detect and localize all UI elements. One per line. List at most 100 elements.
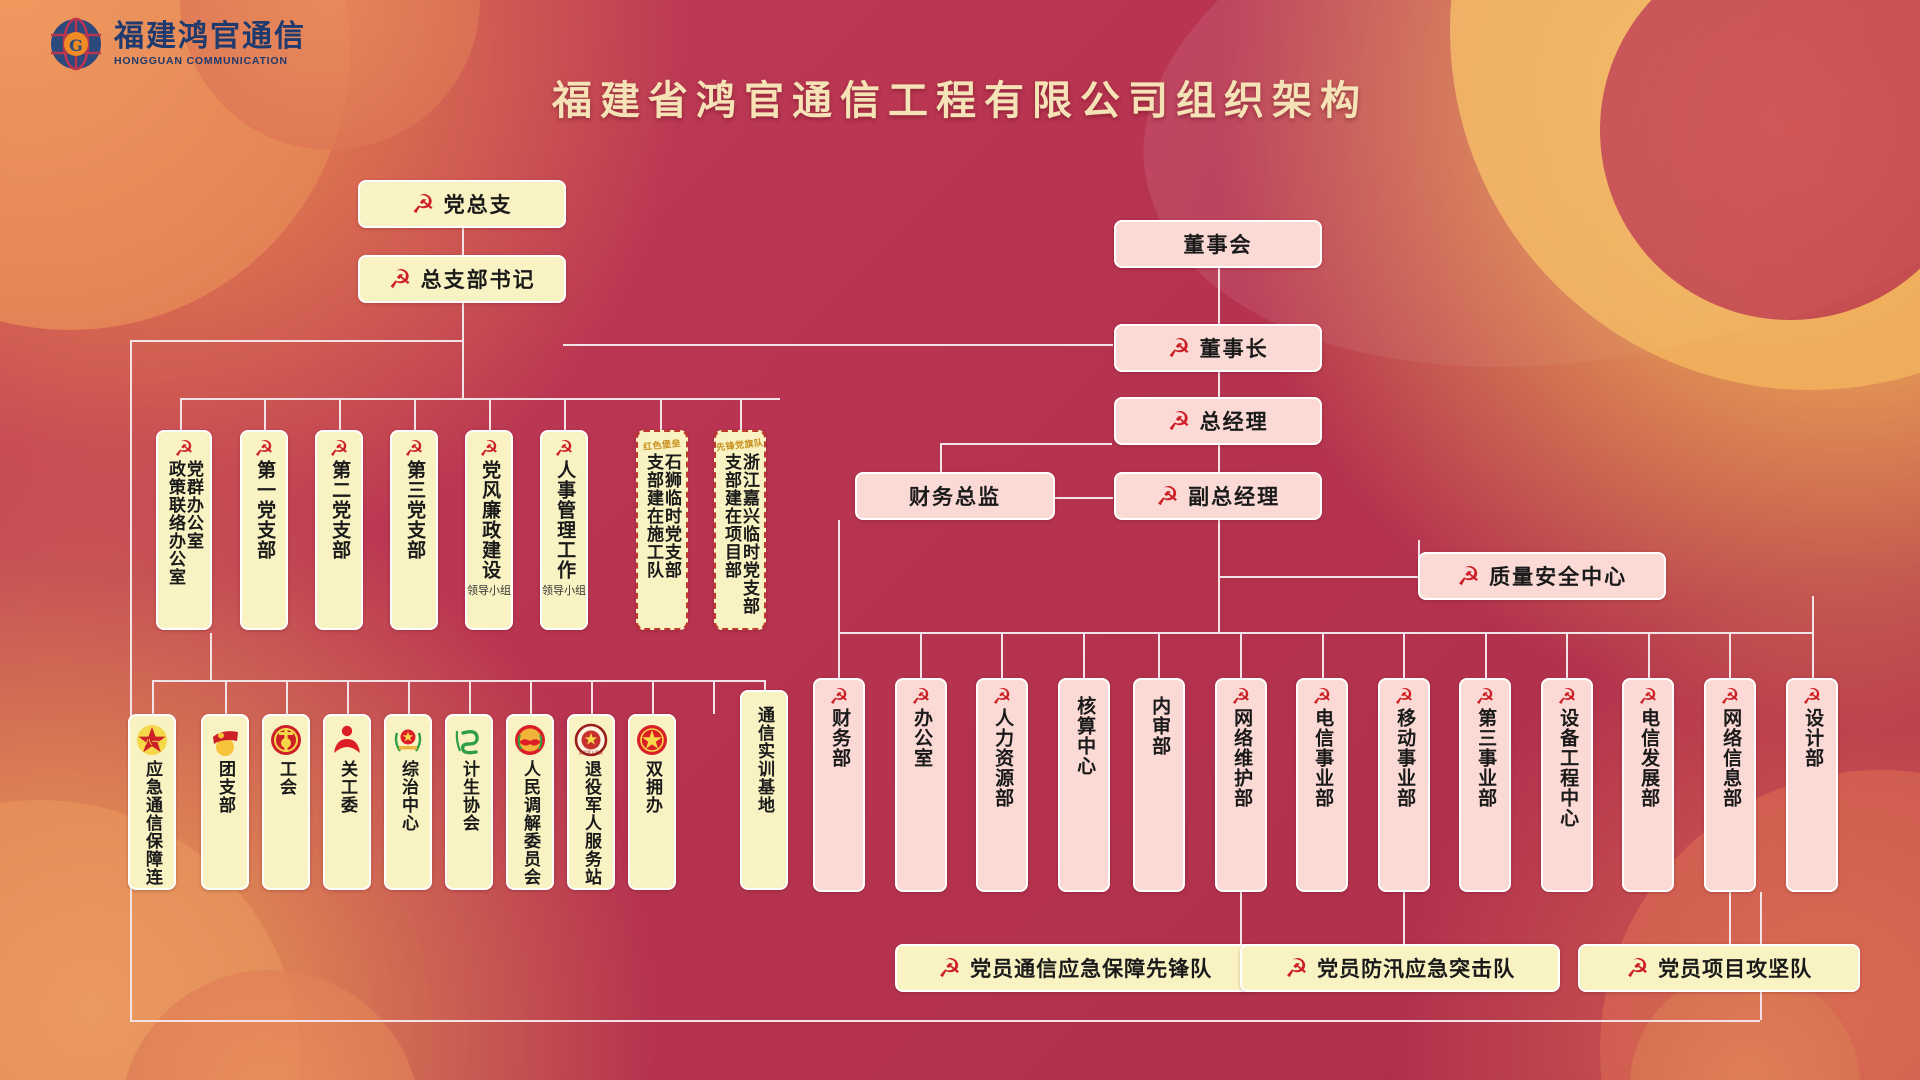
double-support-star-icon (635, 723, 669, 757)
node-label: 浙江嘉兴临时党支部 (740, 453, 760, 615)
party-emblem-icon: ☭ (1231, 684, 1251, 709)
node-dept-network-maintenance[interactable]: ☭ 网络维护部 (1215, 678, 1267, 892)
node-mass-org-care-for-next-generation[interactable]: 关工委 (323, 714, 371, 890)
node-label: 通信实训基地 (755, 706, 774, 814)
node-dept-telecom-division[interactable]: ☭ 电信事业部 (1296, 678, 1348, 892)
node-mass-org-veterans-service[interactable]: 退役军人事务 退役军人服务站 (567, 714, 615, 890)
node-chairman[interactable]: ☭ 董事长 (1114, 324, 1322, 372)
node-label: 网络信息部 (1720, 708, 1742, 808)
army-star-icon: 八一 (135, 723, 169, 757)
node-party-unit-third-branch[interactable]: ☭ 第三党支部 (390, 430, 438, 630)
node-label: 人事管理工作 (554, 460, 576, 580)
node-deputy-general-manager[interactable]: ☭ 副总经理 (1114, 472, 1322, 520)
node-label: 第三党支部 (404, 460, 426, 560)
node-party-unit-jiaxing-temp-branch[interactable]: 先锋党旗队 浙江嘉兴临时党支部 支部建在项目部 (714, 430, 766, 630)
node-label: 办公室 (911, 708, 933, 768)
node-party-general-branch[interactable]: ☭ 党总支 (358, 180, 566, 228)
node-mass-org-trade-union[interactable]: 工会 (262, 714, 310, 890)
handshake-wreath-icon (513, 723, 547, 757)
node-label-secondary: 支部建在项目部 (722, 453, 741, 579)
node-label: 综治中心 (399, 760, 418, 832)
party-emblem-icon: ☭ (1394, 684, 1414, 709)
party-emblem-icon: ☭ (411, 189, 437, 219)
node-party-team-project-assault[interactable]: ☭ 党员项目攻坚队 (1578, 944, 1860, 992)
node-label: 团支部 (216, 760, 235, 814)
node-label: 董事长 (1199, 338, 1269, 361)
node-mass-org-comprehensive-governance[interactable]: 综治中心 (384, 714, 432, 890)
node-label: 电信事业部 (1312, 708, 1334, 808)
node-label: 电信发展部 (1638, 708, 1660, 808)
node-dept-telecom-development[interactable]: ☭ 电信发展部 (1622, 678, 1674, 892)
node-label: 人力资源部 (992, 708, 1014, 808)
node-dept-office[interactable]: ☭ 办公室 (895, 678, 947, 892)
node-dept-internal-audit[interactable]: 内审部 (1133, 678, 1185, 892)
node-board-of-directors[interactable]: 董事会 (1114, 220, 1322, 268)
node-label: 党员通信应急保障先锋队 (970, 958, 1213, 981)
node-party-unit-party-mass-office[interactable]: ☭ 党群办公室 政策联络办公室 (156, 430, 212, 630)
node-dept-finance[interactable]: ☭ 财务部 (813, 678, 865, 892)
node-mass-org-double-support-office[interactable]: 双拥办 (628, 714, 676, 890)
node-label: 第二党支部 (329, 460, 351, 560)
node-dept-mobile-division[interactable]: ☭ 移动事业部 (1378, 678, 1430, 892)
node-cfo[interactable]: 财务总监 (855, 472, 1055, 520)
svg-text:G: G (69, 36, 83, 55)
party-emblem-icon: ☭ (1802, 684, 1822, 709)
node-party-unit-integrity-construction[interactable]: ☭ 党风廉政建设 领导小组 (465, 430, 513, 630)
node-party-team-flood-control[interactable]: ☭ 党员防汛应急突击队 (1240, 944, 1560, 992)
node-mass-org-peoples-mediation[interactable]: 人民调解委员会 (506, 714, 554, 890)
care-for-youth-icon (330, 723, 364, 757)
node-label-secondary: 支部建在施工队 (644, 453, 663, 579)
node-label: 关工委 (338, 760, 357, 814)
node-mass-org-family-planning[interactable]: 计生协会 (445, 714, 493, 890)
national-emblem-wheat-icon (391, 723, 425, 757)
node-note: 领导小组 (467, 585, 511, 597)
node-dept-equipment-engineering-center[interactable]: ☭ 设备工程中心 (1541, 678, 1593, 892)
node-mass-org-youth-league[interactable]: 团支部 (201, 714, 249, 890)
node-label: 工会 (277, 760, 296, 796)
node-label: 总支部书记 (420, 269, 536, 292)
node-party-unit-shishi-temp-branch[interactable]: 红色堡垒 石狮临时党支部 支部建在施工队 (636, 430, 688, 630)
logo-cn-text: 福建鸿官通信 (114, 18, 306, 54)
node-dept-third-division[interactable]: ☭ 第三事业部 (1459, 678, 1511, 892)
party-emblem-icon: ☭ (1312, 684, 1332, 709)
node-label: 质量安全中心 (1489, 566, 1628, 589)
youth-league-flag-icon (208, 723, 242, 757)
node-label: 党风廉政建设 (479, 460, 501, 580)
node-dept-accounting-center[interactable]: 核算中心 (1058, 678, 1110, 892)
party-emblem-icon: ☭ (1167, 333, 1193, 363)
node-party-unit-second-branch[interactable]: ☭ 第二党支部 (315, 430, 363, 630)
node-dept-human-resources[interactable]: ☭ 人力资源部 (976, 678, 1028, 892)
node-dept-network-information[interactable]: ☭ 网络信息部 (1704, 678, 1756, 892)
node-label: 核算中心 (1074, 696, 1096, 776)
globe-grid-icon: G (48, 16, 104, 72)
node-label: 董事会 (1183, 234, 1253, 257)
node-label-secondary: 政策联络办公室 (166, 460, 185, 586)
node-label: 第一党支部 (254, 460, 276, 560)
company-logo: G 福建鸿官通信 HONGGUAN COMMUNICATION (48, 16, 306, 72)
party-emblem-icon: ☭ (1625, 953, 1651, 983)
veterans-service-icon: 退役军人事务 (574, 723, 608, 757)
family-planning-icon (452, 723, 486, 757)
node-general-manager[interactable]: ☭ 总经理 (1114, 397, 1322, 445)
node-party-team-emergency-vanguard[interactable]: ☭ 党员通信应急保障先锋队 (895, 944, 1255, 992)
node-label: 财务总监 (909, 486, 1001, 509)
node-mass-org-comm-training-base[interactable]: 通信实训基地 (740, 690, 788, 890)
party-emblem-icon: ☭ (1638, 684, 1658, 709)
node-party-unit-hr-management[interactable]: ☭ 人事管理工作 领导小组 (540, 430, 588, 630)
party-emblem-icon: ☭ (554, 436, 574, 461)
svg-text:退役军人事务: 退役军人事务 (579, 749, 603, 755)
node-mass-org-emergency-comm[interactable]: 八一 应急通信保障连 (128, 714, 176, 890)
node-label: 设备工程中心 (1557, 708, 1579, 828)
node-quality-safety-center[interactable]: ☭ 质量安全中心 (1418, 552, 1666, 600)
node-branch-secretary[interactable]: ☭ 总支部书记 (358, 255, 566, 303)
trade-union-icon (269, 723, 303, 757)
node-label: 移动事业部 (1394, 708, 1416, 808)
svg-text:八一: 八一 (144, 738, 159, 746)
node-label: 党员防汛应急突击队 (1317, 958, 1516, 981)
node-party-unit-first-branch[interactable]: ☭ 第一党支部 (240, 430, 288, 630)
node-label: 内审部 (1149, 696, 1171, 756)
node-dept-design[interactable]: ☭ 设计部 (1786, 678, 1838, 892)
party-emblem-icon: ☭ (404, 436, 424, 461)
party-emblem-icon: ☭ (1557, 684, 1577, 709)
